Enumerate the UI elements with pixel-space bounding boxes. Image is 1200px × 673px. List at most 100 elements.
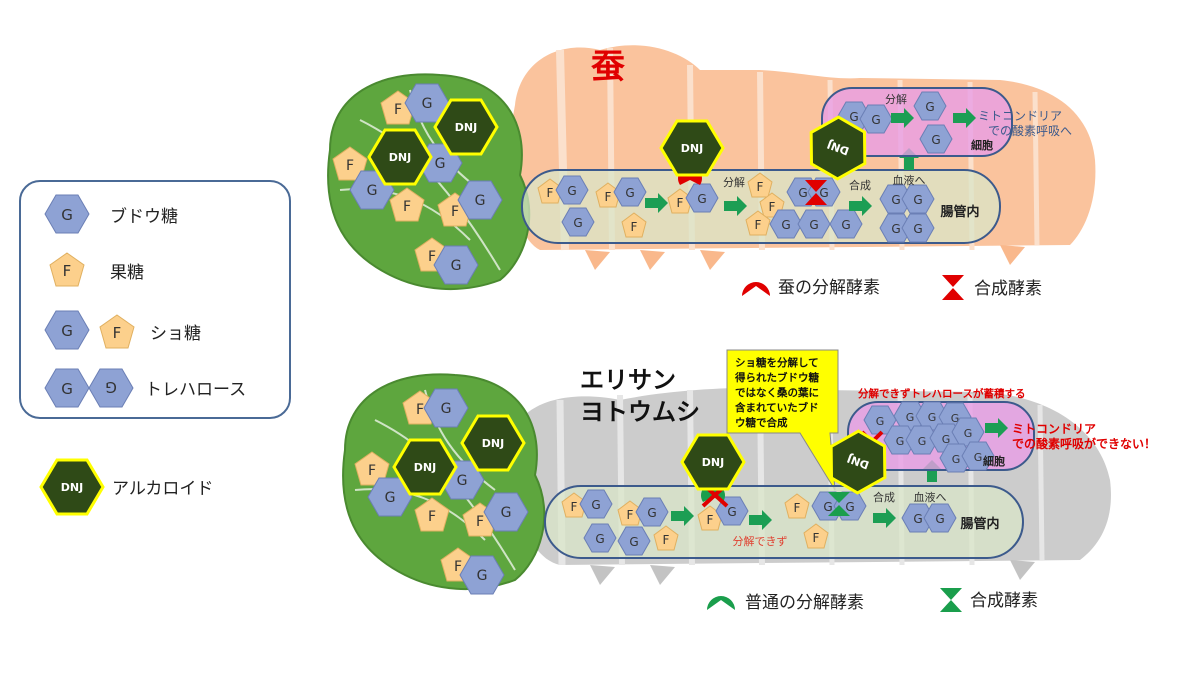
sugar-label: G (951, 412, 960, 425)
sugar-label: G (845, 500, 854, 514)
sugar-label: G (925, 100, 934, 114)
sugar-label: G (918, 435, 927, 448)
sugar-label: G (573, 216, 582, 230)
sugar-label: G (629, 535, 638, 549)
bottom-cell-label: 細胞 (983, 454, 1005, 468)
sugar-label: F (451, 204, 459, 220)
legend-g-letter: G (61, 380, 73, 398)
legend-dnj-letter: DNJ (61, 481, 83, 494)
bottom-mito-line1: ミトコンドリア (1012, 422, 1096, 436)
dnj-label: DNJ (455, 121, 477, 134)
sugar-label: F (346, 158, 354, 174)
bottom-cell-sugars: G G G G G G G G G G (860, 401, 1008, 473)
sugar-label: F (794, 501, 801, 515)
bottom-split-enzyme-label: 普通の分解酵素 (745, 593, 864, 613)
callout-line3: ではなく桑の葉に (735, 386, 819, 399)
dnj-label: DNJ (482, 437, 504, 450)
sugar-label: G (625, 186, 634, 200)
sugar-label: F (428, 249, 436, 265)
sugar-label: G (823, 500, 832, 514)
top-split-enzyme-icon (742, 282, 770, 296)
sugar-label: G (913, 512, 922, 526)
top-title: 蚕 (591, 47, 625, 87)
sugar-label: G (809, 218, 818, 232)
legend-g-letter: G (61, 206, 73, 224)
sugar-label: G (435, 156, 446, 172)
legend-items: G ブドウ糖 F 果糖 G F ショ糖 G G トレハロース DNJ アルカロイ… (39, 194, 246, 516)
sugar-label: G (697, 192, 706, 206)
top-split-enzyme-label: 蚕の分解酵素 (778, 278, 880, 298)
sugar-label: G (647, 506, 656, 520)
sugar-label: G (942, 433, 951, 446)
sugar-label: G (477, 568, 488, 584)
sugar-label: G (906, 411, 915, 424)
callout-line4: 含まれていたブド (735, 401, 819, 414)
sugar-label: G (422, 96, 433, 112)
sugar-label: F (605, 190, 612, 204)
sugar-label: G (974, 451, 983, 464)
sugar-label: G (952, 453, 961, 466)
sugar-label: G (367, 183, 378, 199)
sugar-label: F (428, 509, 436, 525)
bottom-callout: ショ糖を分解して 得られたブドウ糖 ではなく桑の葉に 含まれていたブド ウ糖で合… (726, 349, 839, 491)
top-synth-enzyme-icon (942, 275, 964, 300)
sugar-label: G (385, 490, 396, 506)
sugar-label: F (454, 559, 462, 575)
bottom-title-line1: エリサン (580, 366, 676, 394)
sugar-label: G (841, 218, 850, 232)
callout-line5: ウ糖で合成 (735, 416, 788, 429)
sugar-label: G (928, 411, 937, 424)
top-gut-sugars: F G F G G F F G F F F G G G G G G G G G (537, 172, 935, 243)
sugar-label: G (849, 110, 858, 124)
sugar-label: F (813, 531, 820, 545)
bottom-synth-enzyme-label: 合成酵素 (970, 591, 1038, 611)
sugar-label: F (627, 508, 634, 522)
bottom-accum-label: 分解できずトレハロースが蓄積する (858, 387, 1025, 400)
sugar-label: F (403, 199, 411, 215)
sugar-label: G (798, 186, 807, 200)
legend-sucrose: ショ糖 (150, 324, 201, 344)
sugar-label: G (501, 505, 512, 521)
sugar-label: F (663, 533, 670, 547)
bottom-gut-label: 腸管内 (960, 516, 999, 532)
sugar-label: F (476, 514, 484, 530)
top-cell-sugars: G G G G (837, 91, 976, 154)
legend-f-letter: F (63, 262, 72, 280)
bottom-leaf-sugars: F G F G G F F G F G DNJ DNJ (354, 388, 529, 595)
sugar-label: G (896, 435, 905, 448)
sugar-label: F (631, 220, 638, 234)
top-blood-label: 血液へ (893, 173, 926, 187)
sugar-label: G (441, 401, 452, 417)
bottom-fail-label: 分解できず (733, 534, 788, 548)
sugar-label: G (819, 186, 828, 200)
top-leaf-sugars: F G F G G F F G F G DNJ DNJ (332, 83, 503, 285)
sugar-label: F (755, 218, 762, 232)
dnj-label: DNJ (389, 151, 411, 164)
legend-glucose: ブドウ糖 (110, 206, 178, 227)
sugar-label: F (416, 402, 424, 418)
top-cell-label: 細胞 (971, 138, 993, 152)
top-split-label: 分解 (723, 175, 745, 189)
sugar-label: G (931, 133, 940, 147)
legend-f-letter: F (113, 324, 122, 342)
sugar-label: F (547, 186, 554, 200)
callout-line2: 得られたブドウ糖 (734, 371, 819, 384)
sugar-label: F (368, 463, 376, 479)
bottom-synth-enzyme-icon (940, 588, 962, 612)
sugar-label: G (457, 473, 468, 489)
sugar-label: G (891, 193, 900, 207)
sugar-label: F (394, 102, 402, 118)
sugar-label: G (567, 184, 576, 198)
top-synth-enzyme-label: 合成酵素 (974, 279, 1042, 299)
sugar-label: F (707, 513, 714, 527)
callout-line1: ショ糖を分解して (735, 356, 819, 369)
sugar-label: F (677, 196, 684, 210)
top-gut-label: 腸管内 (940, 204, 979, 220)
bottom-title-line2: ヨトウムシ (580, 398, 700, 426)
bottom-gut-sugars: F G F G G G F F G F F G G G G (561, 489, 957, 556)
sugar-label: G (451, 258, 462, 274)
sugar-label: G (935, 512, 944, 526)
sugar-label: F (757, 180, 764, 194)
